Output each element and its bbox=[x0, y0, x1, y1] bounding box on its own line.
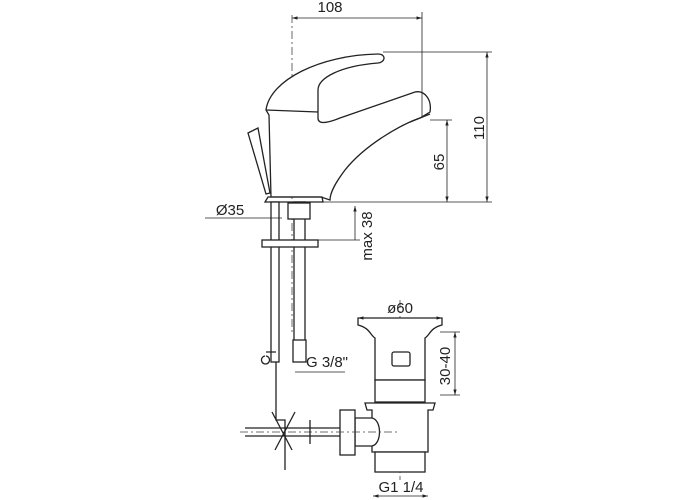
outlet-nut bbox=[339, 409, 356, 456]
dimension-lines bbox=[205, 12, 492, 498]
drain-head bbox=[357, 317, 443, 381]
hose bbox=[293, 201, 306, 358]
faucet bbox=[247, 15, 431, 470]
mounting-plate bbox=[261, 239, 319, 248]
dim-height-label: 110 bbox=[471, 116, 488, 140]
drain-body bbox=[364, 402, 436, 453]
drain bbox=[240, 300, 443, 480]
dim-drain-range-label: 30-40 bbox=[437, 347, 454, 385]
dim-base-diameter-label: Ø35 bbox=[216, 202, 244, 219]
dim-drain-diameter-label: ø60 bbox=[387, 300, 413, 317]
faucet-body bbox=[265, 53, 431, 201]
popup-lever bbox=[247, 127, 271, 195]
drain-thread-label: G1 1/4 bbox=[378, 479, 423, 496]
hose-thread-label: G 3/8" bbox=[306, 354, 348, 371]
dim-width-label: 108 bbox=[317, 0, 342, 16]
dim-max-thickness-label: max 38 bbox=[359, 211, 376, 260]
dim-spout-label: 65 bbox=[431, 154, 448, 171]
popup-rod bbox=[270, 201, 280, 363]
